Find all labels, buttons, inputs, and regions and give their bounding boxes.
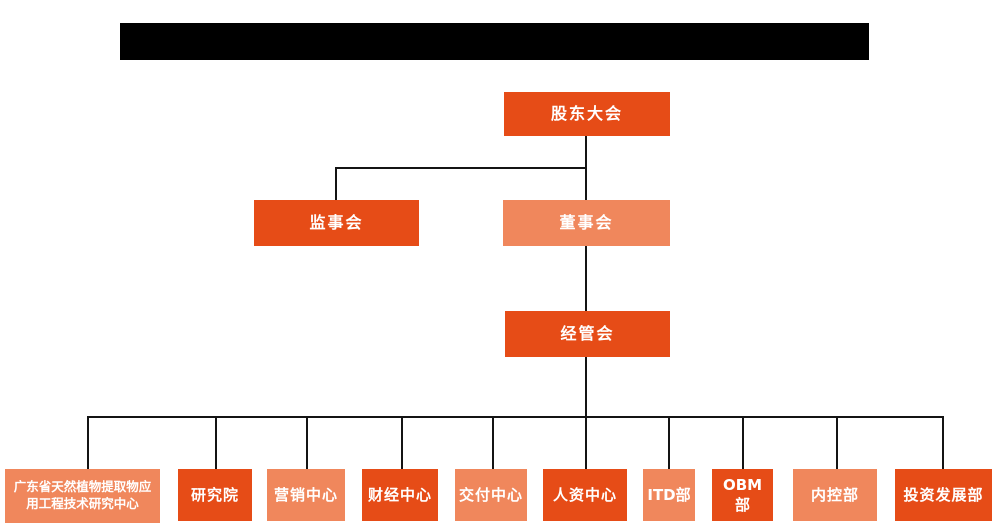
org-node-hr-center: 人资中心: [543, 469, 627, 521]
connector-line: [335, 167, 337, 200]
org-node-supervisory-board: 监事会: [254, 200, 419, 246]
connector-line: [306, 416, 308, 469]
org-node-shareholders-meeting: 股东大会: [504, 92, 670, 136]
org-node-marketing-center: 营销中心: [267, 469, 345, 521]
connector-line: [87, 416, 89, 469]
connector-line: [585, 357, 587, 417]
connector-line: [87, 416, 944, 418]
connector-line: [668, 416, 670, 469]
redacted-title-bar: [120, 23, 869, 60]
org-node-finance-center: 财经中心: [362, 469, 438, 521]
org-node-guangdong-research-center: 广东省天然植物提取物应用工程技术研究中心: [5, 469, 160, 523]
org-node-internal-control-dept: 内控部: [793, 469, 877, 521]
org-node-itd-dept: ITD部: [643, 469, 695, 521]
connector-line: [942, 416, 944, 469]
org-node-board-of-directors: 董事会: [503, 200, 670, 246]
org-node-investment-development-dept: 投资发展部: [895, 469, 992, 521]
connector-line: [742, 416, 744, 469]
org-node-management-committee: 经管会: [505, 311, 670, 357]
connector-line: [401, 416, 403, 469]
connector-line: [215, 416, 217, 469]
connector-line: [836, 416, 838, 469]
connector-line: [585, 416, 587, 469]
connector-line: [492, 416, 494, 469]
org-node-delivery-center: 交付中心: [455, 469, 527, 521]
connector-line: [585, 246, 587, 311]
connector-line: [335, 167, 587, 169]
org-node-obm-dept: OBM部: [712, 469, 773, 521]
org-node-research-institute: 研究院: [178, 469, 252, 521]
